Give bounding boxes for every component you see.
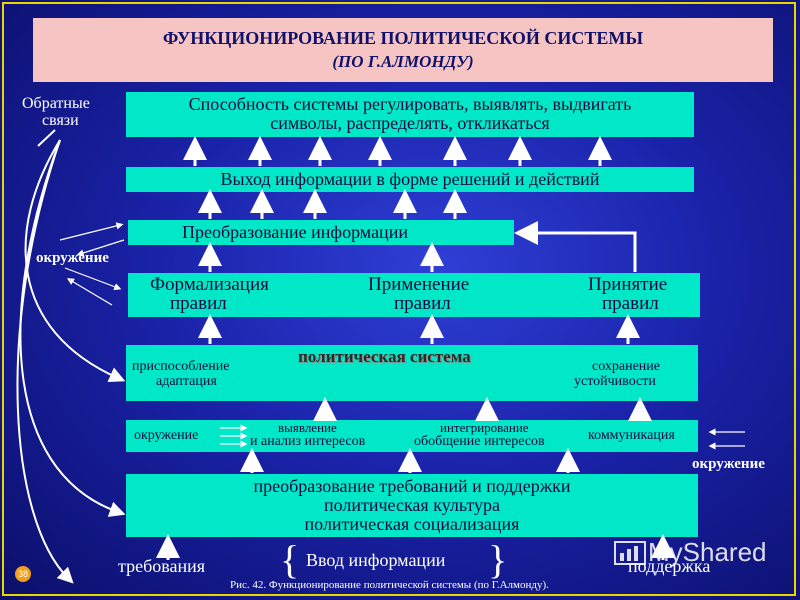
interests-box: окружение выявление и анализ интересов и… (126, 420, 698, 452)
integrate-line2: обобщение интересов (414, 434, 545, 449)
environment-right-label: окружение (692, 456, 765, 472)
capability-line1: Способность системы регулировать, выявля… (188, 94, 632, 114)
transform-label: Преобразование информации (182, 222, 408, 242)
watermark-logo: MyShared (614, 537, 767, 568)
title-box: ФУНКЦИОНИРОВАНИЕ ПОЛИТИЧЕСКОЙ СИСТЕМЫ (П… (33, 18, 773, 82)
title-line-2: (ПО Г.АЛМОНДУ) (332, 52, 474, 71)
slide-number-badge: 38 (15, 566, 31, 582)
title-line-1: ФУНКЦИОНИРОВАНИЕ ПОЛИТИЧЕСКОЙ СИСТЕМЫ (162, 28, 644, 48)
conversion-line3: политическая социализация (304, 514, 520, 534)
polsys-left-line2: адаптация (156, 374, 217, 389)
feedback-label-line1: Обратные (22, 95, 90, 112)
rule-application-line2: правил (394, 293, 451, 314)
polsys-right-line1: сохранение (592, 359, 660, 374)
identify-line1: выявление (278, 420, 337, 435)
integrate-line1: интегрирование (440, 420, 529, 435)
polsys-left-line1: приспособление (132, 359, 230, 374)
capability-box: Способность системы регулировать, выявля… (126, 92, 694, 137)
input-label: Ввод информации (306, 550, 446, 570)
capability-line2: символы, распределять, откликаться (270, 113, 550, 133)
polsys-right-line2: устойчивости (574, 374, 656, 389)
rules-box: Формализация правил Применение правил Пр… (128, 273, 700, 317)
demands-label: требования (118, 556, 206, 576)
conversion-line1: преобразование требований и поддержки (253, 476, 571, 496)
rule-formalization-line2: правил (170, 293, 227, 314)
right-brace-icon: } (488, 537, 508, 582)
rule-adoption-line2: правил (602, 293, 659, 314)
political-system-box: политическая система приспособление адап… (126, 345, 698, 401)
left-brace-icon: { (280, 537, 300, 582)
rule-formalization-line1: Формализация (150, 274, 269, 295)
conversion-line2: политическая культура (323, 495, 501, 515)
interests-communication: коммуникация (588, 428, 675, 443)
transform-box: Преобразование информации (128, 220, 514, 245)
political-system-title: политическая система (298, 347, 471, 366)
rule-adoption-line1: Принятие (588, 274, 668, 295)
figure-caption: Рис. 42. Функционирование политической с… (230, 579, 549, 591)
output-box: Выход информации в форме решений и дейст… (126, 167, 694, 192)
rule-application-line1: Применение (368, 274, 470, 295)
interests-environment: окружение (134, 428, 199, 443)
support-label: поддержка (628, 556, 711, 576)
environment-left-label: окружение (36, 250, 109, 266)
output-label: Выход информации в форме решений и дейст… (220, 169, 600, 189)
feedback-label-line2: связи (42, 112, 79, 129)
conversion-box: преобразование требований и поддержки по… (126, 474, 698, 537)
watermark-text: MyShared (648, 537, 767, 567)
identify-line2: и анализ интересов (250, 434, 366, 449)
chart-logo-icon (614, 541, 646, 566)
